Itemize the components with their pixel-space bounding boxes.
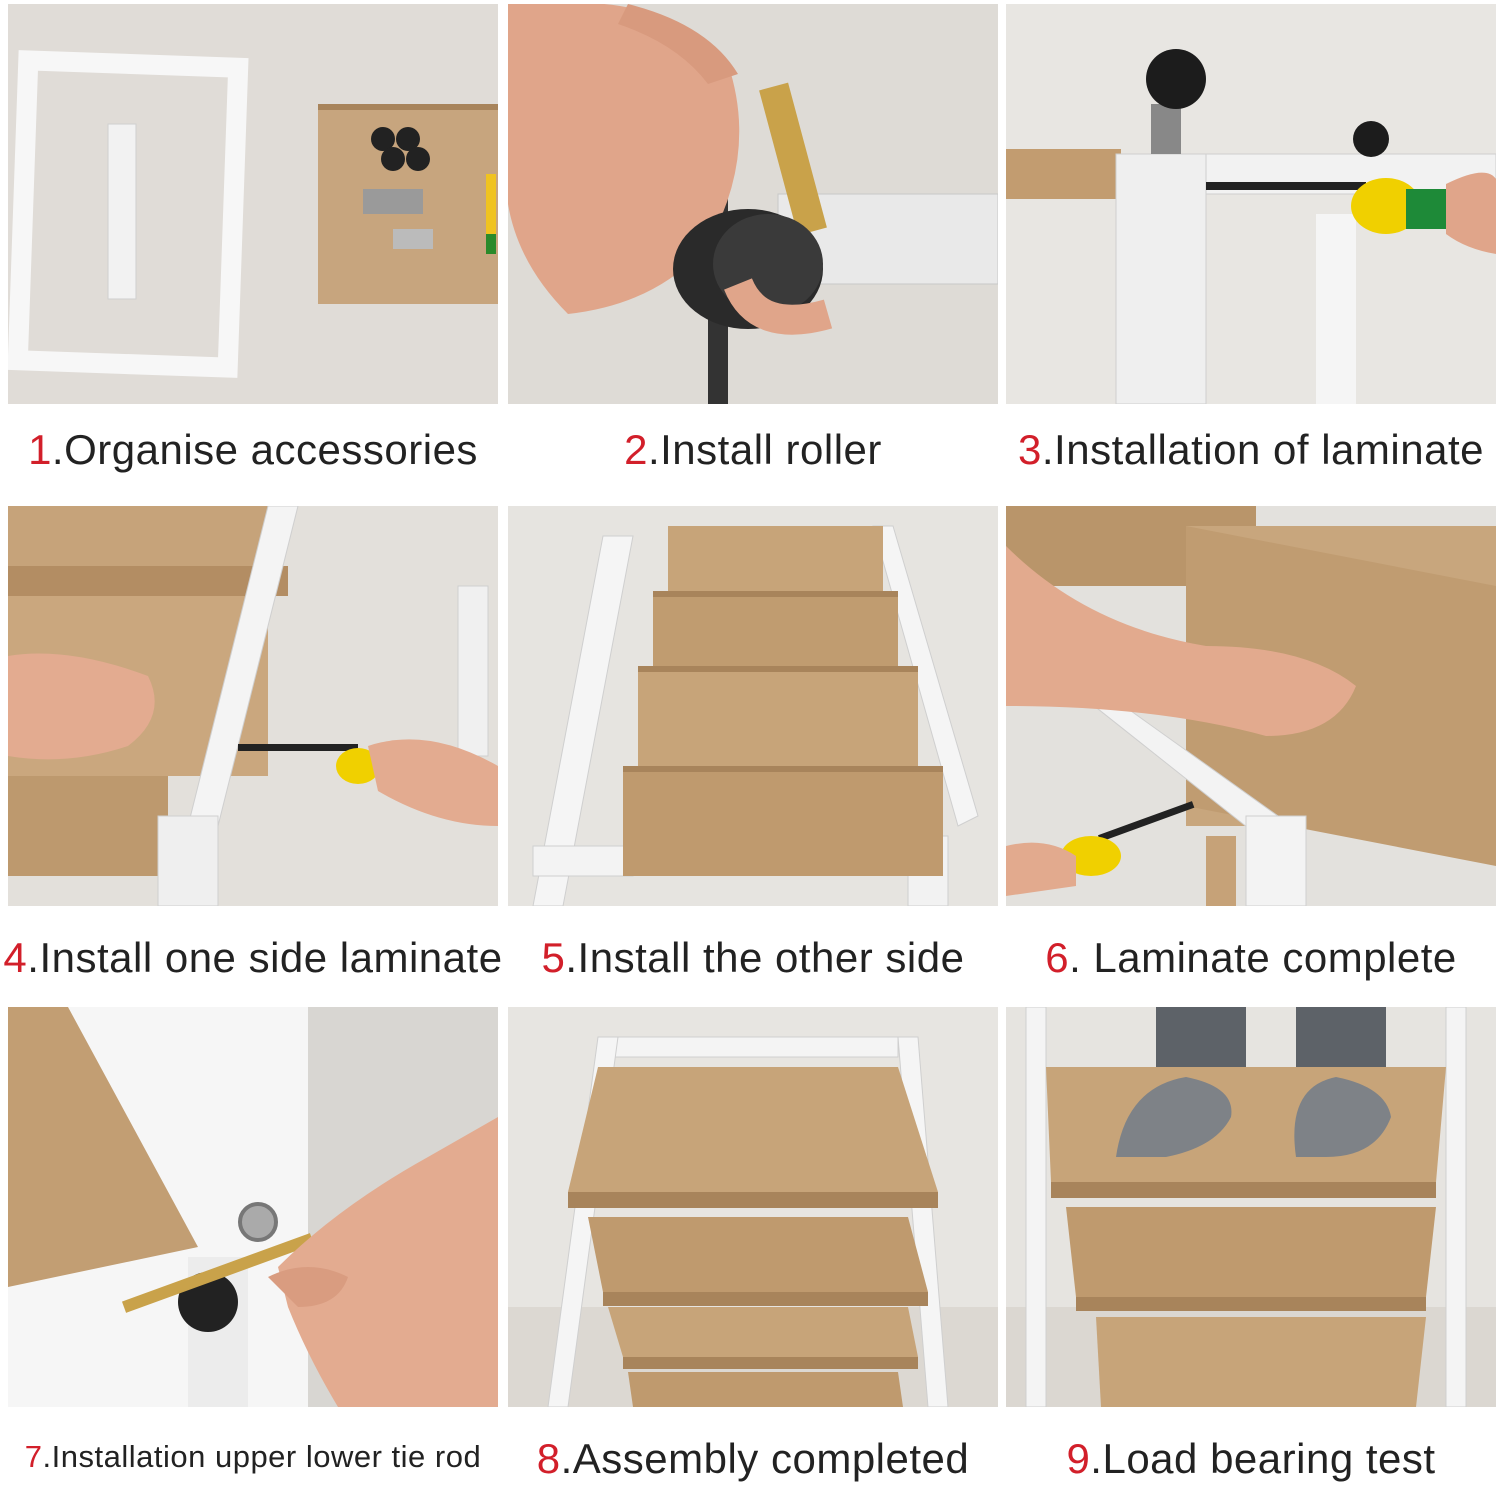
step-number: 8 [536,1435,561,1482]
step-label: .Organise accessories [51,426,478,473]
step-3-photo [1006,4,1496,404]
step-4-photo [8,506,498,906]
step-1-caption: 1.Organise accessories [0,426,508,474]
step-7-caption: 7.Installation upper lower tie rod [0,1439,508,1475]
step-9-caption: 9.Load bearing test [996,1435,1500,1483]
step-number: 5 [541,934,566,981]
step-label: .Install roller [647,426,882,473]
step-label: .Install one side laminate [27,934,503,981]
step-label: .Install the other side [565,934,965,981]
step-number: 1 [28,426,52,473]
step-number: 2 [624,426,648,473]
step-number: 7 [24,1439,43,1474]
step-6-photo [1006,506,1496,906]
step-1-photo [8,4,498,404]
step-8-photo [508,1007,998,1407]
step-label: .Load bearing test [1090,1435,1436,1482]
step-8-caption: 8.Assembly completed [498,1435,1008,1483]
step-label: .Assembly completed [560,1435,970,1482]
step-number: 6 [1045,934,1070,981]
step-2-caption: 2.Install roller [498,426,1008,474]
step-2-photo [508,4,998,404]
step-number: 9 [1066,1435,1091,1482]
step-label: .Installation upper lower tie rod [42,1439,482,1474]
step-7-photo [8,1007,498,1407]
step-label: . Laminate complete [1069,934,1457,981]
step-5-photo [508,506,998,906]
step-5-caption: 5.Install the other side [498,934,1008,982]
step-4-caption: 4.Install one side laminate [0,934,508,982]
step-6-caption: 6. Laminate complete [996,934,1500,982]
step-3-caption: 3.Installation of laminate [996,426,1500,474]
step-label: .Installation of laminate [1041,426,1484,473]
step-number: 3 [1018,426,1042,473]
step-9-photo [1006,1007,1496,1407]
step-number: 4 [3,934,28,981]
